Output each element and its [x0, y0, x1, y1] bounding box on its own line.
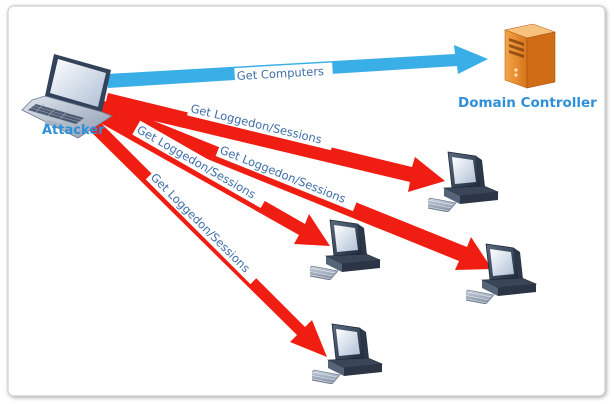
sessions-arrow-1 — [104, 93, 445, 192]
image-frame — [7, 5, 606, 397]
laptop-icon — [21, 54, 113, 139]
attacker-label: Attacker — [42, 123, 105, 138]
domain-controller-label: Domain Controller — [458, 95, 597, 111]
server-icon — [503, 23, 557, 89]
get-computers-label: Get Computers — [236, 64, 324, 83]
get-computers-label-group: Get Computers — [234, 62, 334, 85]
